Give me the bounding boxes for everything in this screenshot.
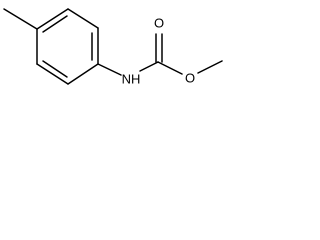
ester-methyl-bond <box>197 60 223 74</box>
ester-oxygen-label: O <box>185 71 195 86</box>
ring-to-nitrogen-bond <box>97 63 122 76</box>
carbonyl-oxygen-label: O <box>154 16 164 31</box>
nitrogen-label: NH <box>122 72 141 87</box>
ring-inner-double-bond-3 <box>42 60 68 78</box>
ring-methyl-group <box>3 8 38 30</box>
ring-methyl-bond <box>3 8 38 30</box>
nitrogen-to-carbonyl-bond <box>139 61 159 72</box>
ring-bond-1 <box>36 8 69 30</box>
carbonyl-to-ester-oxygen-bond <box>157 61 183 75</box>
benzene-ring <box>36 8 99 85</box>
ring-bond-2 <box>67 8 99 29</box>
carbonyl-double-bond <box>155 33 163 63</box>
chemical-structure-diagram: NH O O <box>3 8 223 87</box>
ring-bond-4 <box>67 63 99 85</box>
ring-inner-double-bond-1 <box>42 15 68 33</box>
ring-bond-5 <box>36 63 69 85</box>
